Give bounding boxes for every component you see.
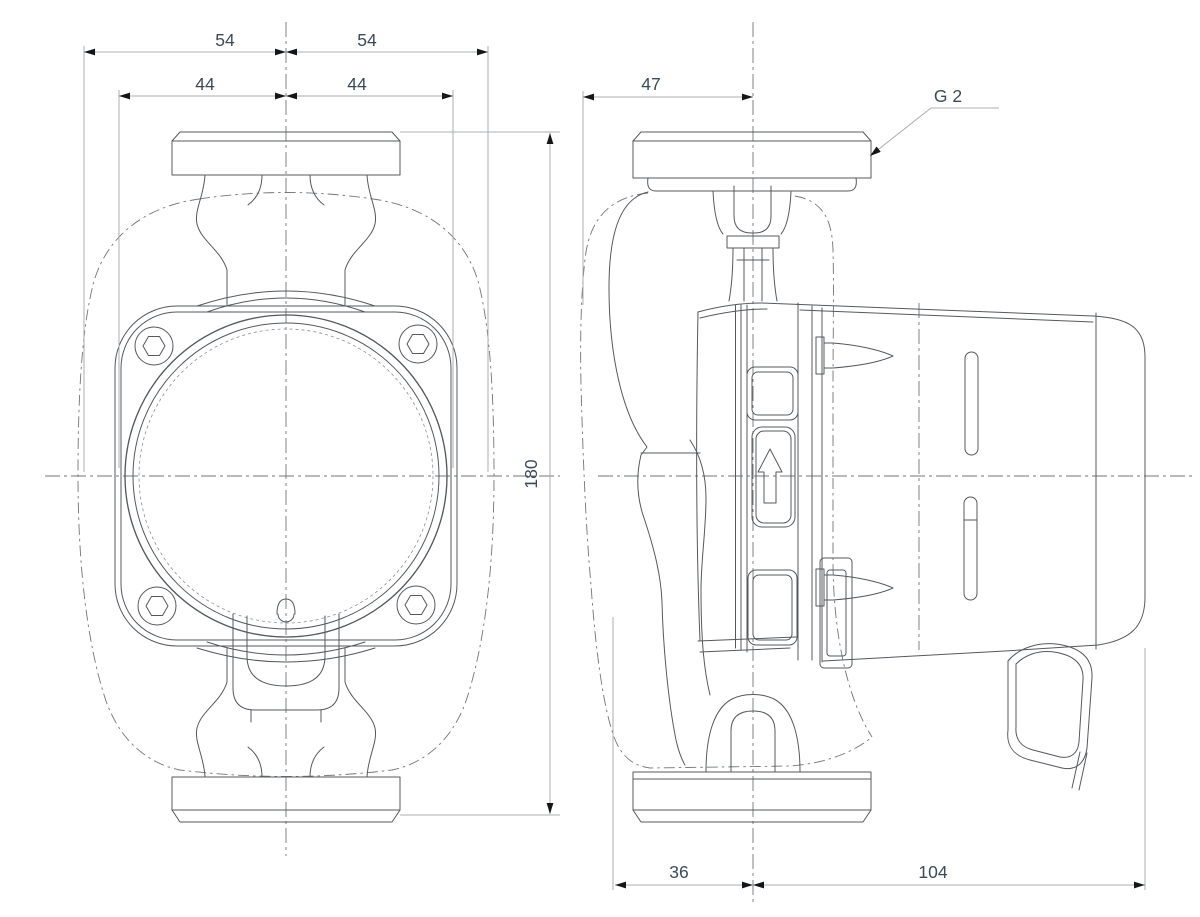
dim-label-top-outer-left: 54 [215, 30, 235, 50]
side-dimensions: 47 36 104 [582, 74, 1146, 890]
flow-direction-plate [751, 426, 796, 528]
front-view: 54 54 44 44 180 [45, 22, 560, 856]
front-insulation-shell-silhouette [77, 192, 495, 777]
motor-vent-slots [963, 351, 979, 601]
front-terminal-box [232, 598, 340, 723]
side-motor-block [761, 302, 1146, 791]
dim-label-top-inner-right: 44 [347, 74, 367, 94]
side-pump-body [608, 191, 799, 766]
dim-label-top-outer-right: 54 [357, 30, 377, 50]
cable-plug-bracket [1007, 643, 1093, 791]
thread-size-label: G 2 [934, 86, 962, 106]
side-insulation-shell-silhouette [580, 192, 873, 769]
bolt-top-right [398, 324, 438, 364]
front-flange-bolts [134, 324, 438, 626]
flow-direction-arrow-icon [757, 448, 783, 504]
front-centerlines [45, 22, 560, 856]
stator-pins [815, 336, 894, 607]
front-dimensions: 54 54 44 44 180 [83, 30, 560, 816]
bolt-bottom-left [137, 586, 177, 626]
front-pump-head-flange-plate [114, 305, 458, 647]
side-control-plates [746, 366, 799, 646]
side-bottom-port [632, 694, 872, 823]
dim-label-top-inner-left: 44 [195, 74, 215, 94]
side-centerlines [598, 22, 1196, 902]
thread-callout: G 2 [867, 86, 999, 159]
dim-label-bottom-front: 36 [669, 862, 688, 882]
clamp-clip [819, 557, 853, 669]
side-view: G 2 47 36 104 [580, 22, 1196, 902]
dim-label-top-depth: 47 [641, 74, 660, 94]
dim-label-bottom-rear: 104 [918, 862, 947, 882]
side-top-port-flange [632, 131, 872, 192]
front-bottom-port-flange [171, 641, 401, 823]
bolt-top-left [134, 326, 174, 366]
dim-label-height: 180 [521, 459, 541, 488]
bolt-bottom-right [396, 585, 436, 625]
side-neck [712, 185, 792, 302]
